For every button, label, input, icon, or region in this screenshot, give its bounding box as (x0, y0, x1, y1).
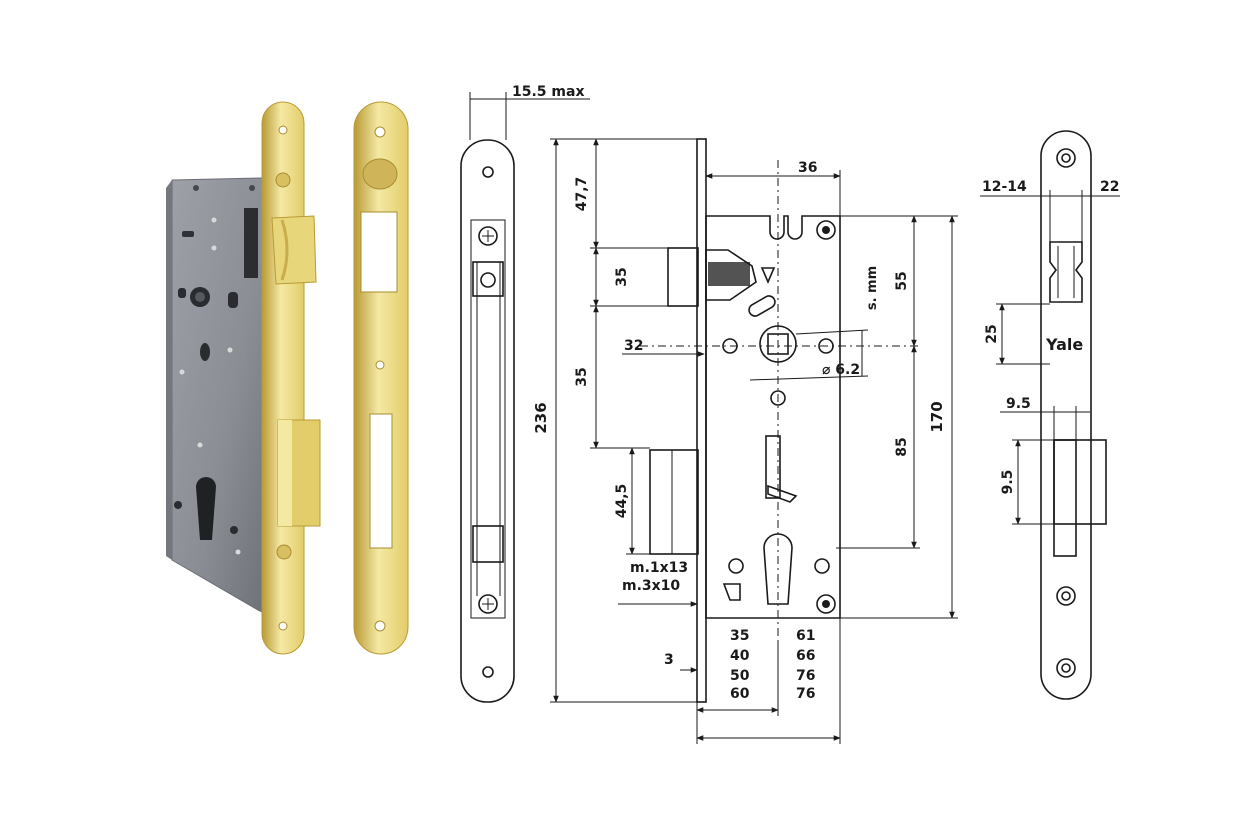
dim-deadbolt-note-2: m.3x10 (622, 578, 680, 594)
dim-case-height: 170 (928, 401, 946, 432)
depth-value: 76 (796, 686, 815, 702)
dim-latch-to-follower: 35 (574, 367, 590, 386)
lock-photo (166, 101, 321, 655)
front-plate-drawing (460, 92, 590, 703)
dim-latch-from-top: 47,7 (574, 177, 590, 212)
dim-strike-right-width: 22 (1100, 179, 1119, 195)
backset-table: 35 40 50 60 61 66 76 76 (730, 628, 815, 702)
backset-value: 60 (730, 686, 750, 702)
backset-value: 40 (730, 648, 750, 664)
strike-plate-photo (353, 101, 409, 655)
dim-plate-thickness: 3 (664, 652, 674, 668)
dim-follower-to-top: 55 (894, 271, 910, 290)
dim-follower-offset: 32 (624, 338, 643, 354)
dim-strike-latch-pocket: 25 (984, 324, 1000, 343)
dim-strike-bolt-pocket: 9.5 (1000, 470, 1016, 495)
brand-logo-text: Yale (1045, 335, 1083, 354)
depth-value: 61 (796, 628, 815, 644)
strike-plate-drawing (980, 130, 1120, 700)
dim-follower-to-cylinder: 85 (894, 437, 910, 456)
dim-deadbolt-note-1: m.1x13 (630, 560, 688, 576)
dim-square-size: ⌀ 6.2 (822, 362, 860, 378)
dim-follower-distance: 36 (798, 160, 817, 176)
depth-value: 76 (796, 668, 815, 684)
dim-deadbolt-height: 44,5 (614, 484, 630, 519)
dim-latch-height: 35 (614, 267, 630, 286)
dim-strike-offset-top: 9.5 (1006, 396, 1031, 412)
depth-value: 66 (796, 648, 815, 664)
backset-value: 50 (730, 668, 750, 684)
dim-total-height: 236 (532, 402, 550, 433)
lock-body-drawing (550, 138, 958, 744)
dim-strike-depth-range: 12-14 (982, 179, 1027, 195)
dim-square-label: s. mm (865, 266, 880, 310)
backset-value: 35 (730, 628, 749, 644)
dim-front-plate-width: 15.5 max (512, 84, 584, 100)
